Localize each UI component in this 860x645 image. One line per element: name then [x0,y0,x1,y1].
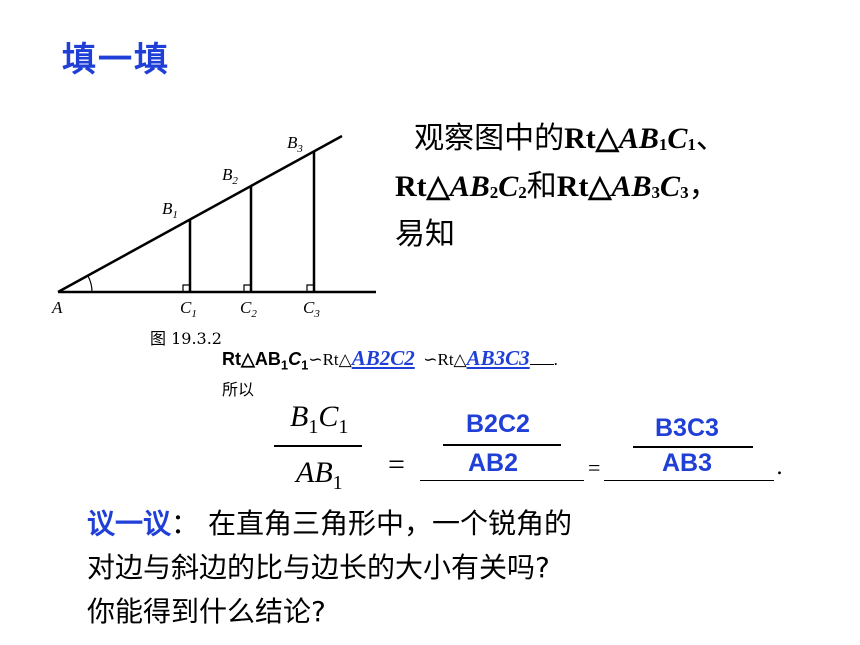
label-c2: C2 [240,298,257,320]
figure-caption: 图 19.3.2 [150,329,222,348]
fraction-bar-1 [274,445,362,447]
discussion-line-1: 议一议： 在直角三角形中，一个锐角的 [87,507,572,540]
fraction-bar-3 [633,446,753,448]
similarity-statement: Rt△AB1C1∽Rt△AB2C2 ∽Rt△AB3C3. [222,346,558,373]
fraction-numerator: B1C1 [290,400,349,438]
equals-sign-1: = [388,448,405,481]
fraction-bar-2 [443,444,561,446]
therefore-label: 所以 [222,380,255,399]
label-c3: C3 [303,298,320,320]
answer-blank-3: AB3C3 [466,346,530,370]
label-b3: B3 [287,133,303,155]
answer-ab3: AB3 [662,449,713,477]
period: . [776,455,783,480]
right-angle-mark-c1 [182,284,190,292]
intro-line-3: 易知 [395,217,455,252]
intro-text: 观察图中的Rt△AB1C1、 Rt△AB2C2和Rt△AB3C3， 易知 [395,118,726,256]
discussion-label: 议一议 [87,507,172,540]
equals-sign-2: = [588,455,601,480]
answer-blank-2: AB2C2 [351,346,415,370]
label-c1: C1 [180,298,197,320]
label-b1: B1 [162,199,178,221]
hypotenuse-line [57,134,343,294]
answer-underline-2 [420,480,584,481]
intro-line-1: 观察图中的Rt△AB1C1、 [414,121,726,156]
angle-arc-a [87,275,93,293]
discussion-line-3: 你能得到什么结论? [87,595,326,628]
discussion-line-2: 对边与斜边的比与边长的大小有关吗? [87,551,550,584]
right-angle-mark-c3 [306,284,314,292]
answer-b3c3: B3C3 [655,414,719,442]
label-a: A [51,298,63,317]
page-title: 填一填 [62,40,170,80]
intro-line-2: Rt△AB2C2和Rt△AB3C3， [395,169,719,204]
fraction-denominator: AB1 [296,456,343,494]
discussion-block: 议一议： 在直角三角形中，一个锐角的 对边与斜边的比与边长的大小有关吗? 你能得… [87,502,572,634]
label-b2: B2 [222,165,238,187]
triangle-figure: A B1 B2 B3 C1 C2 C3 [51,133,376,320]
answer-underline-3 [604,480,774,481]
answer-b2c2: B2C2 [466,410,530,438]
right-angle-mark-c2 [243,284,251,292]
answer-ab2: AB2 [468,449,519,477]
